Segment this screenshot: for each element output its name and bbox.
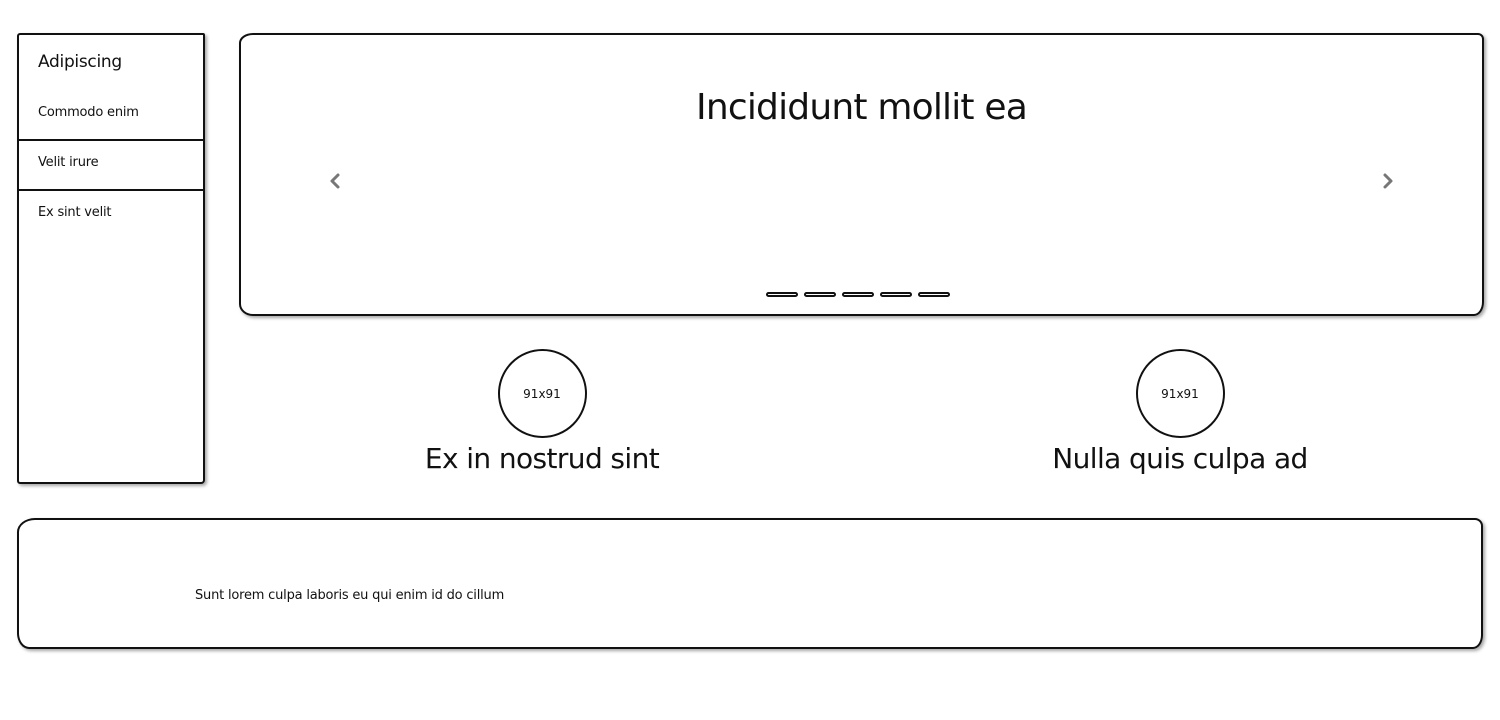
chevron-right-icon <box>1383 173 1393 189</box>
carousel: Incididunt mollit ea <box>239 33 1484 316</box>
carousel-indicator-1[interactable] <box>766 292 798 297</box>
image-placeholder: 91x91 <box>1135 349 1225 438</box>
carousel-indicator-3[interactable] <box>842 292 874 297</box>
carousel-prev-button[interactable] <box>325 171 345 191</box>
footer-text: Sunt lorem culpa laboris eu qui enim id … <box>195 588 505 603</box>
carousel-next-button[interactable] <box>1378 171 1398 191</box>
image-placeholder-label: 91x91 <box>523 386 561 401</box>
sidebar-item-commodo-enim[interactable]: Commodo enim <box>38 105 139 120</box>
feature-card: 91x91 Nulla quis culpa ad <box>1030 349 1330 475</box>
feature-card: 91x91 Ex in nostrud sint <box>392 349 692 475</box>
carousel-indicator-2[interactable] <box>804 292 836 297</box>
feature-title: Ex in nostrud sint <box>424 442 660 475</box>
carousel-indicators <box>766 292 950 297</box>
sidebar: Adipiscing Commodo enim Velit irure Ex s… <box>17 33 205 484</box>
sidebar-divider <box>19 189 203 191</box>
sidebar-divider <box>19 139 203 141</box>
footer-panel: Sunt lorem culpa laboris eu qui enim id … <box>17 518 1483 649</box>
image-placeholder-label: 91x91 <box>1161 386 1199 401</box>
sidebar-item-velit-irure[interactable]: Velit irure <box>38 155 99 170</box>
carousel-title: Incididunt mollit ea <box>696 87 1028 128</box>
image-placeholder: 91x91 <box>497 349 587 438</box>
carousel-indicator-4[interactable] <box>880 292 912 297</box>
carousel-indicator-5[interactable] <box>918 292 950 297</box>
sidebar-title: Adipiscing <box>38 52 122 72</box>
chevron-left-icon <box>330 173 340 189</box>
sidebar-item-ex-sint-velit[interactable]: Ex sint velit <box>38 205 112 220</box>
feature-title: Nulla quis culpa ad <box>1052 442 1308 475</box>
